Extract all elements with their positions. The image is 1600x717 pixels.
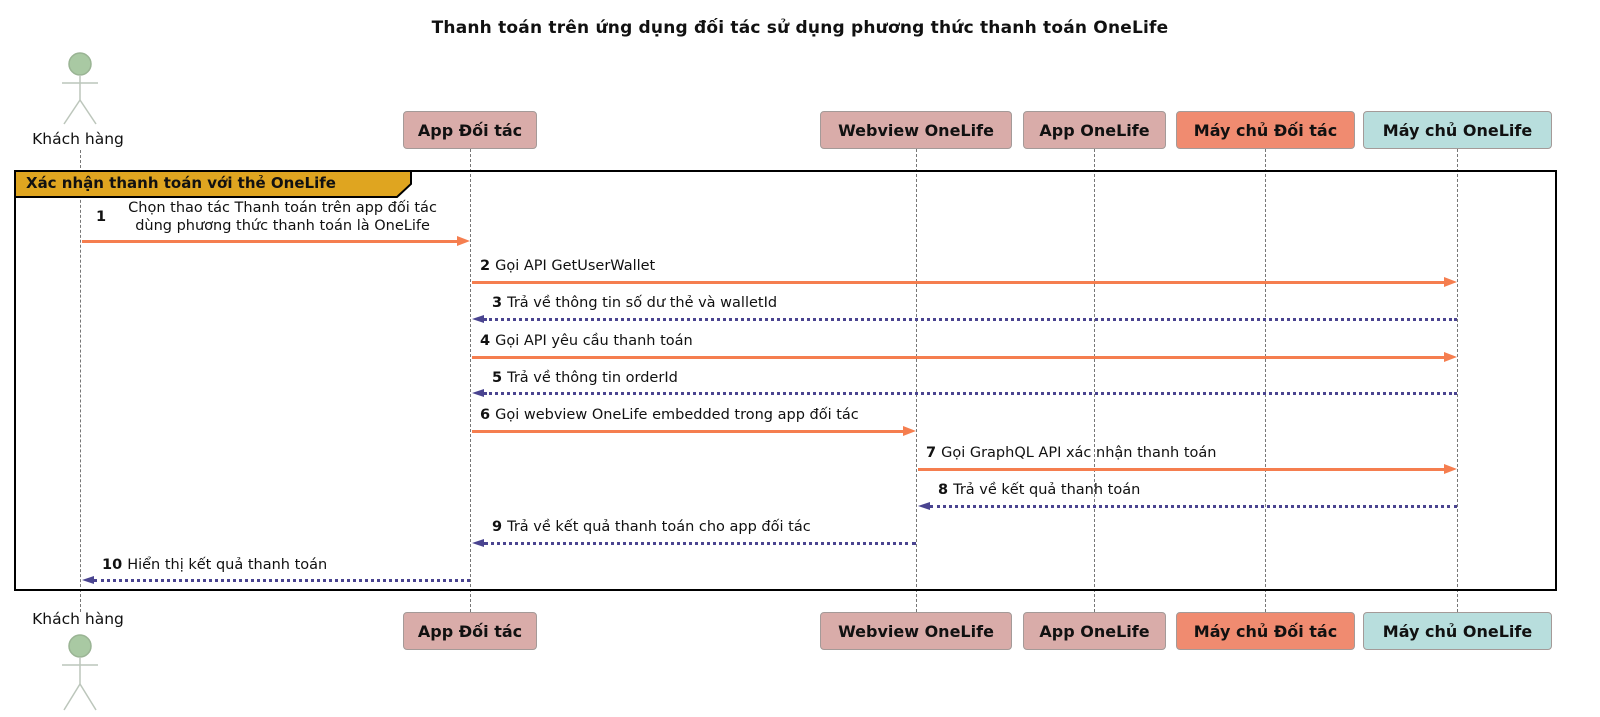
message-number: 6 (480, 407, 491, 423)
participant-label: App Đối tác (417, 621, 523, 641)
arrow-line-4 (472, 356, 1445, 359)
return-line-8 (930, 505, 1457, 508)
participant-label: App Đối tác (417, 120, 523, 140)
arrowhead-left-icon (472, 539, 484, 547)
return-line-10 (94, 579, 470, 582)
message-1: 1 Chọn thao tác Thanh toán trên app đối … (96, 199, 454, 235)
message-text: Gọi webview OneLife embedded trong app đ… (495, 407, 859, 423)
message-text: Trả về thông tin orderId (507, 370, 678, 386)
message-number: 2 (480, 258, 491, 274)
actor-label-bottom: Khách hàng (32, 610, 124, 628)
participant-webview-onelife-top: Webview OneLife (820, 111, 1012, 149)
message-3: 3 Trả về thông tin số dư thẻ và walletId (492, 294, 777, 312)
participant-label: Webview OneLife (838, 120, 994, 140)
message-number: 3 (492, 295, 503, 311)
arrow-line-2 (472, 281, 1445, 284)
arrow-line-6 (472, 430, 904, 433)
message-9: 9 Trả về kết quả thanh toán cho app đối … (492, 518, 811, 536)
participant-label: Máy chủ OneLife (1382, 621, 1533, 641)
lifeline-may-chu-doi-tac (1265, 149, 1266, 612)
participant-app-doi-tac-top: App Đối tác (403, 111, 537, 149)
participant-webview-onelife-bottom: Webview OneLife (820, 612, 1012, 650)
message-number: 5 (492, 370, 503, 386)
message-text: Trả về kết quả thanh toán cho app đối tá… (507, 519, 811, 535)
message-6: 6 Gọi webview OneLife embedded trong app… (480, 406, 859, 424)
frame-label-text: Xác nhận thanh toán với thẻ OneLife (26, 174, 336, 192)
participant-app-onelife-bottom: App OneLife (1023, 612, 1166, 650)
return-line-9 (484, 542, 916, 545)
arrowhead-right-icon (1444, 277, 1457, 287)
message-7: 7 Gọi GraphQL API xác nhận thanh toán (926, 444, 1216, 462)
arrow-line-1 (82, 240, 458, 243)
message-number: 8 (938, 482, 949, 498)
participant-label: App OneLife (1039, 621, 1150, 641)
actor-figure-top (62, 52, 98, 125)
return-line-5 (484, 392, 1457, 395)
return-line-3 (484, 318, 1457, 321)
lifeline-webview-onelife (916, 149, 917, 612)
participant-may-chu-onelife-bottom: Máy chủ OneLife (1363, 612, 1552, 650)
participant-may-chu-doi-tac-bottom: Máy chủ Đối tác (1176, 612, 1355, 650)
message-text: Gọi API yêu cầu thanh toán (495, 333, 693, 349)
participant-label: Máy chủ Đối tác (1193, 621, 1338, 641)
message-number: 10 (102, 557, 123, 573)
message-number: 7 (926, 445, 937, 461)
group-frame-label: Xác nhận thanh toán với thẻ OneLife (14, 170, 414, 198)
message-text: Trả về kết quả thanh toán (953, 482, 1141, 498)
participant-app-onelife-top: App OneLife (1023, 111, 1166, 149)
participant-label: App OneLife (1039, 120, 1150, 140)
lifeline-app-doi-tac (470, 149, 471, 612)
lifeline-may-chu-onelife (1457, 149, 1458, 612)
arrowhead-right-icon (1444, 464, 1457, 474)
message-number: 1 (96, 209, 107, 225)
arrowhead-left-icon (918, 502, 930, 510)
participant-label: Máy chủ Đối tác (1193, 120, 1338, 140)
arrow-line-7 (918, 468, 1445, 471)
frame-label-pentagon (14, 170, 412, 198)
arrowhead-left-icon (82, 576, 94, 584)
arrowhead-right-icon (1444, 352, 1457, 362)
arrowhead-left-icon (472, 315, 484, 323)
message-text: Gọi GraphQL API xác nhận thanh toán (941, 445, 1217, 461)
message-2: 2 Gọi API GetUserWallet (480, 257, 655, 275)
participant-label: Máy chủ OneLife (1382, 120, 1533, 140)
participant-may-chu-onelife-top: Máy chủ OneLife (1363, 111, 1552, 149)
message-text: Hiển thị kết quả thanh toán (127, 557, 328, 573)
message-text: Chọn thao tác Thanh toán trên app đối tá… (128, 200, 437, 234)
message-5: 5 Trả về thông tin orderId (492, 369, 678, 387)
participant-may-chu-doi-tac-top: Máy chủ Đối tác (1176, 111, 1355, 149)
lifeline-khach-hang (80, 150, 81, 612)
message-4: 4 Gọi API yêu cầu thanh toán (480, 332, 693, 350)
message-text: Trả về thông tin số dư thẻ và walletId (507, 295, 778, 311)
arrowhead-left-icon (472, 389, 484, 397)
actor-figure-bottom (62, 634, 98, 711)
message-10: 10 Hiển thị kết quả thanh toán (102, 556, 327, 574)
message-8: 8 Trả về kết quả thanh toán (938, 481, 1140, 499)
message-number: 4 (480, 333, 491, 349)
message-number: 9 (492, 519, 503, 535)
group-frame (14, 170, 1557, 591)
actor-label-top: Khách hàng (32, 130, 124, 148)
diagram-title: Thanh toán trên ứng dụng đối tác sử dụng… (431, 18, 1169, 38)
participant-label: Webview OneLife (838, 621, 994, 641)
lifeline-app-onelife (1094, 149, 1095, 612)
arrowhead-right-icon (457, 236, 470, 246)
participant-app-doi-tac-bottom: App Đối tác (403, 612, 537, 650)
message-text: Gọi API GetUserWallet (495, 258, 656, 274)
arrowhead-right-icon (903, 426, 916, 436)
